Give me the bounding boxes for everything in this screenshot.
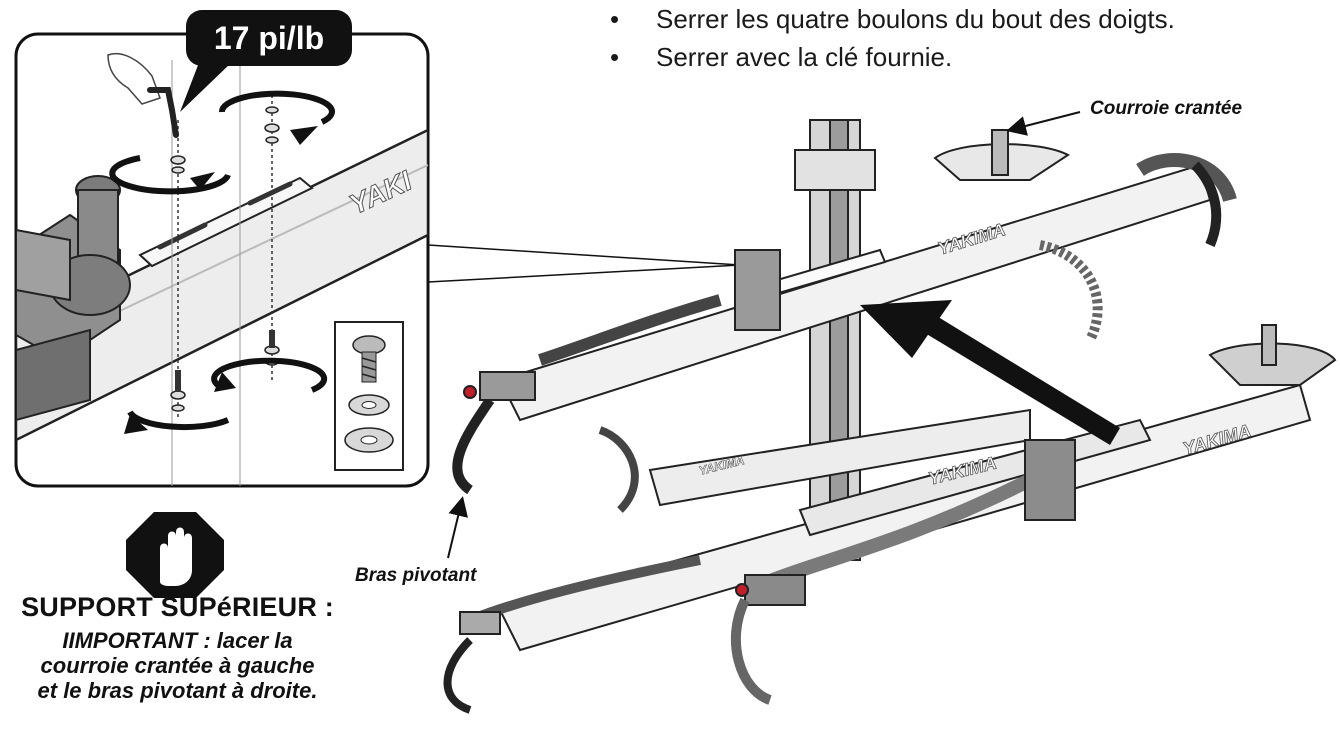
torque-callout-bubble xyxy=(180,10,352,112)
instruction-item: •Serrer les quatre boulons du bout des d… xyxy=(610,4,1175,34)
warning-text: IIMPORTANT : lacer la courroie crantée à… xyxy=(0,628,355,703)
instruction-list: •Serrer les quatre boulons du bout des d… xyxy=(610,0,1175,76)
detail-panel: YAKI xyxy=(14,32,430,488)
warning-line: et le bras pivotant à droite. xyxy=(37,678,318,703)
callout-strap: Courroie crantée xyxy=(1090,98,1243,119)
attention-arrow xyxy=(860,300,1120,445)
stop-hand-icon xyxy=(126,512,224,598)
warning-line: IIMPORTANT : lacer la xyxy=(62,628,293,653)
callout-swing-arm: Bras pivotant xyxy=(355,565,477,586)
warning-line: courroie crantée à gauche xyxy=(40,653,315,678)
torque-label: 17 pi/lb xyxy=(213,20,325,56)
instruction-item: •Serrer avec la clé fournie. xyxy=(610,42,953,72)
warning-title: SUPPORT SUPéRIEUR : xyxy=(21,592,334,622)
bike-rack-drawing xyxy=(443,119,1337,714)
